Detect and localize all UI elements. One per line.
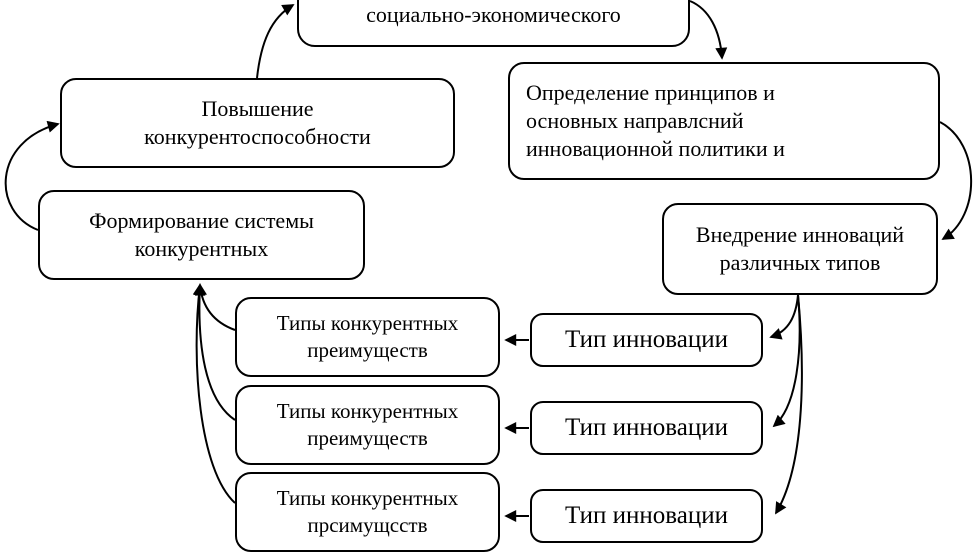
- arrow-tipy-3-to-formirovanie: [192, 283, 236, 504]
- node-label: Формирование системы: [89, 208, 314, 233]
- node-label: социально-экономического: [366, 2, 621, 27]
- node-label: различных типов: [719, 250, 881, 275]
- node-label: Тип инновации: [564, 502, 728, 529]
- node-opredelenie-principov: Определение принципов и основных направл…: [508, 62, 940, 180]
- arrow-opredelenie-to-vnedrenie: [939, 121, 973, 240]
- arrow-vnedrenie-to-tip-3: [775, 294, 803, 515]
- node-label: преимуществ: [307, 338, 428, 362]
- node-label: Типы конкурентных: [276, 311, 459, 335]
- node-tip-innovacii-2: Тип инновации: [530, 401, 763, 455]
- node-label: конкурентоспособности: [144, 124, 371, 149]
- node-label: прсимущсств: [307, 513, 428, 537]
- node-label: Типы конкурентных: [276, 399, 459, 423]
- arrow-tipy-2-to-formirovanie: [193, 283, 236, 421]
- node-vnedrenie-innovaciy: Внедрение инноваций различных типов: [662, 203, 938, 295]
- node-tip-innovacii-3: Тип инновации: [530, 489, 763, 543]
- node-tip-innovacii-1: Тип инновации: [530, 313, 763, 367]
- arrow-vnedrenie-to-tip-1: [769, 294, 799, 340]
- node-label: Повышение: [201, 96, 314, 121]
- node-label: основных направлсний: [526, 108, 744, 133]
- node-label: преимуществ: [307, 426, 428, 450]
- node-formirovanie-sistemy: Формирование системы конкурентных: [38, 190, 365, 280]
- node-social-economic: социально-экономического: [297, 0, 690, 47]
- node-label: Типы конкурентных: [276, 486, 459, 510]
- node-label: инновационной политики и: [526, 136, 785, 161]
- node-label: Внедрение инноваций: [695, 222, 905, 247]
- node-tipy-preimushchestv-3: Типы конкурентных прсимущсств: [235, 472, 500, 552]
- node-tipy-preimushchestv-2: Типы конкурентных преимуществ: [235, 385, 500, 465]
- node-label: Определение принципов и: [526, 80, 775, 105]
- node-label: Тип инновации: [564, 326, 728, 353]
- arrow-formirovanie-to-povyshenie: [4, 120, 60, 231]
- node-povyshenie-konkurentosposobnosti: Повышение конкурентоспособности: [60, 78, 455, 168]
- arrow-povyshenie-to-social: [256, 4, 295, 79]
- arrow-tipy-1-to-formirovanie: [194, 283, 236, 331]
- node-tipy-preimushchestv-1: Типы конкурентных преимуществ: [235, 297, 500, 377]
- arrow-vnedrenie-to-tip-2: [772, 294, 801, 428]
- arrow-social-to-opredelenie: [689, 0, 728, 60]
- node-label: Тип инновации: [564, 414, 728, 441]
- node-label: конкурентных: [134, 236, 269, 261]
